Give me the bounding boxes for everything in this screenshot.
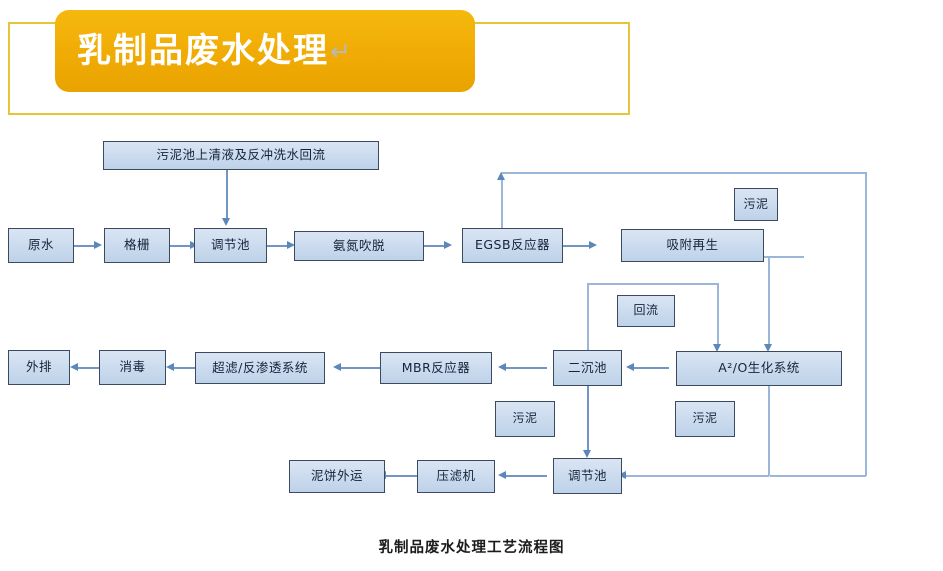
node-reflux-top[interactable]: 污泥池上清液及反冲洗水回流 [103, 141, 379, 170]
connector-ao-to-clarifier [633, 367, 669, 369]
node-grille[interactable]: 格栅 [104, 228, 170, 263]
page-title: 乳制品废水处理 [77, 31, 329, 71]
node-filter-press[interactable]: 压滤机 [417, 460, 495, 493]
connector-recycle-top-horizontal [501, 172, 866, 174]
connector-grille-to-equaltank [170, 245, 192, 247]
node-mbr-reactor[interactable]: MBR反应器 [380, 352, 492, 384]
connector-mbr-to-ufro [340, 367, 380, 369]
arrowhead-reflux-to-equaltank [221, 218, 230, 226]
node-adsorption-regeneration[interactable]: 吸附再生 [621, 229, 764, 262]
connector-disinfect-to-outfall [77, 367, 99, 369]
connector-equaltank-to-stripping [267, 245, 289, 247]
node-egsb-reactor[interactable]: EGSB反应器 [462, 228, 563, 263]
node-sludge-middle-left[interactable]: 污泥 [495, 401, 555, 437]
arrowhead-ufro-to-disinfect [166, 363, 174, 371]
connector-recycle-to-egsb [501, 178, 503, 228]
connector-adsorb-to-ao-vertical [768, 256, 770, 347]
connector-filterpress-to-mudcake [385, 475, 417, 477]
arrowhead-rawwater-to-grille [94, 241, 102, 249]
node-equalization-tank-2[interactable]: 调节池 [553, 458, 622, 494]
node-disinfection[interactable]: 消毒 [99, 350, 166, 385]
arrowhead-clarifier-to-equaltank2 [582, 450, 591, 458]
arrowhead-stripping-to-egsb [444, 241, 452, 249]
node-raw-water[interactable]: 原水 [8, 228, 74, 263]
node-secondary-clarifier[interactable]: 二沉池 [553, 350, 622, 386]
connector-equaltank2-to-filterpress [505, 475, 547, 477]
connector-reflux-loop-left-vertical [587, 283, 589, 354]
arrowhead-mbr-to-ufro [333, 363, 341, 371]
diagram-caption: 乳制品废水处理工艺流程图 [378, 540, 565, 556]
header-banner: 乳制品废水处理 ↵ [55, 10, 475, 92]
node-mud-cake-transport[interactable]: 泥饼外运 [289, 460, 385, 493]
connector-reflux-loop-horizontal [587, 283, 718, 285]
arrowhead-disinfect-to-outfall [70, 363, 78, 371]
arrowhead-egsb-to-adsorb [589, 241, 597, 249]
connector-ao-to-equaltank2-horizontal [625, 475, 769, 477]
connector-rawwater-to-grille [74, 245, 96, 247]
connector-adsorb-to-ao-horizontal [764, 256, 804, 258]
return-arrow-icon: ↵ [330, 36, 351, 66]
node-uf-ro-system[interactable]: 超滤/反渗透系统 [195, 352, 325, 384]
connector-recycle-right-vertical [865, 172, 867, 476]
arrowhead-ao-to-clarifier [626, 363, 634, 371]
connector-stripping-to-egsb [424, 245, 446, 247]
arrowhead-adsorb-to-ao [763, 344, 772, 352]
node-ao-biochemical-system[interactable]: A²/O生化系统 [676, 351, 842, 386]
connector-clarifier-to-equaltank2 [587, 386, 589, 452]
arrowhead-ao-to-equaltank2 [618, 471, 626, 479]
arrowhead-recycle-to-egsb [496, 172, 505, 180]
node-reflux-label[interactable]: 回流 [617, 295, 675, 327]
connector-egsb-to-adsorb [563, 245, 591, 247]
arrowhead-equaltank-to-stripping [287, 241, 295, 249]
node-sludge-middle-right[interactable]: 污泥 [675, 401, 735, 437]
connector-recycle-bottom-horizontal [770, 475, 866, 477]
node-sludge-upper[interactable]: 污泥 [734, 188, 778, 221]
arrowhead-reflux-loop-to-ao [712, 344, 721, 352]
connector-ufro-to-disinfect [173, 367, 195, 369]
node-equalization-tank-1[interactable]: 调节池 [194, 228, 267, 263]
connector-reflux-to-equaltank [226, 170, 228, 220]
node-ammonia-stripping[interactable]: 氨氮吹脱 [294, 231, 424, 261]
connector-clarifier-to-mbr [505, 367, 547, 369]
node-outfall[interactable]: 外排 [8, 350, 70, 385]
connector-ao-to-equaltank2-vertical [768, 386, 770, 476]
arrowhead-equaltank2-to-filterpress [498, 471, 506, 479]
connector-reflux-loop-right-vertical [717, 283, 719, 347]
arrowhead-clarifier-to-mbr [498, 363, 506, 371]
